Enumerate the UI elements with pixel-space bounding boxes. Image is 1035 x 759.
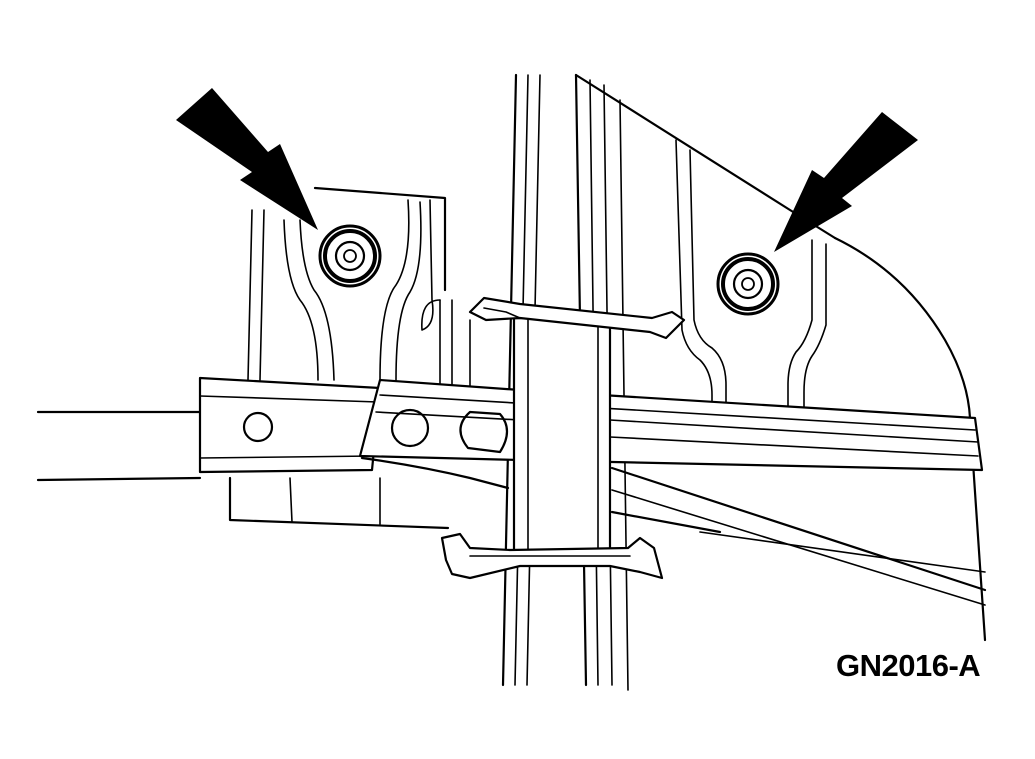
left-fastener [318, 224, 382, 288]
spring-clip [440, 296, 686, 580]
figure-id-label: GN2016-A [836, 648, 981, 683]
arrow-icon [176, 88, 318, 230]
leaf-spring-left [36, 376, 382, 482]
arrow-icon [774, 112, 918, 252]
right-fastener [716, 252, 780, 316]
right-bracket-panel [574, 73, 987, 691]
left-bracket-plate [228, 186, 471, 530]
right-fastener-arrow [774, 112, 918, 252]
left-fastener-arrow [176, 88, 318, 230]
